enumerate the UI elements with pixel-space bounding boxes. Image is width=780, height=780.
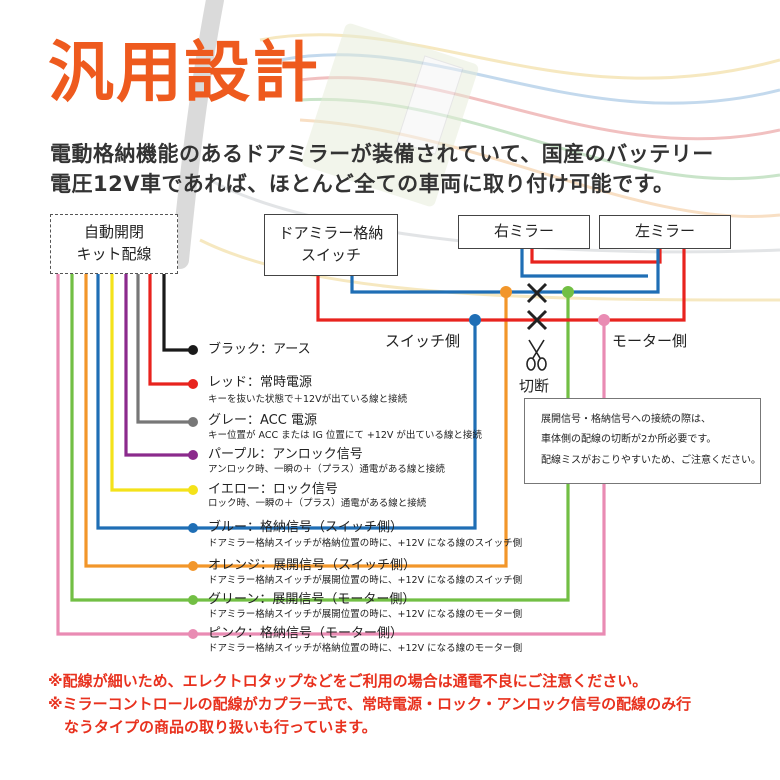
wire-label-yellow: イエロー：ロック信号: [208, 482, 338, 497]
mirror-switch-label-2: スイッチ: [300, 246, 361, 264]
right-mirror-red-line: [530, 248, 662, 264]
wire-orange-line: [84, 272, 508, 568]
footnote-3: なうタイプの商品の取り扱いも行っています。: [64, 718, 377, 736]
switch-mirror-red-line: [316, 248, 686, 322]
wire-purple-line: [124, 272, 193, 457]
left-mirror-box: 左ミラー: [599, 215, 731, 249]
wire-desc-pink: ドアミラー格納スイッチが格納位置の時に、+12V になる線のモーター側: [208, 643, 523, 654]
cross-mark-icon: [526, 309, 548, 331]
wire-desc-red: キーを抜いた状態で＋12Vが出ている線と接続: [208, 394, 408, 405]
wire-grey-line: [136, 272, 193, 424]
kit-wiring-label-1: 自動開閉: [83, 223, 144, 242]
wire-label-black: ブラック：アース: [208, 342, 311, 357]
kit-wiring-label-2: キット配線: [76, 245, 152, 263]
wire-label-pink: ピンク：格納信号（モーター側）: [208, 626, 404, 641]
wire-label-blue: ブルー：格納信号（スイッチ側）: [208, 520, 404, 535]
note-line-3: 配線ミスがおこりやすいため、ご注意ください。: [541, 455, 761, 466]
wire-desc-grey: キー位置が ACC または IG 位置にて +12V が出ている線と接続: [208, 430, 482, 441]
kit-wiring-box: 自動開閉 キット配線: [50, 214, 178, 274]
wire-label-grey: グレー：ACC 電源: [208, 413, 317, 428]
wire-yellow-line: [110, 272, 193, 492]
mirror-switch-box: ドアミラー格納 スイッチ: [264, 214, 398, 276]
wire-label-purple: パープル：アンロック信号: [208, 447, 363, 462]
mirror-switch-label-1: ドアミラー格納: [278, 224, 384, 243]
wire-desc-yellow: ロック時、一瞬の＋（プラス）通電がある線と接続: [208, 498, 427, 509]
wire-desc-orange: ドアミラー格納スイッチが展開位置の時に、+12V になる線のスイッチ側: [208, 575, 523, 586]
switch-side-label: スイッチ側: [385, 332, 461, 350]
wire-black-line: [162, 272, 193, 352]
right-mirror-label: 右ミラー: [493, 222, 554, 241]
page-title: 汎用設計: [48, 34, 320, 111]
intro-line-1: 電動格納機能のあるドアミラーが装備されていて、国産のバッテリー: [50, 142, 714, 166]
motor-side-label: モーター側: [612, 332, 688, 350]
cross-mark-icon: [526, 282, 548, 304]
wire-label-orange: オレンジ：展開信号（スイッチ側）: [208, 558, 417, 573]
note-line-2: 車体側の配線の切断が2か所必要です。: [541, 434, 717, 445]
footnote-1: ※配線が細いため、エレクトロタップなどをご利用の場合は通電不良にご注意ください。: [48, 672, 648, 690]
wire-desc-blue: ドアミラー格納スイッチが格納位置の時に、+12V になる線のスイッチ側: [208, 538, 523, 549]
footnote-2: ※ミラーコントロールの配線がカプラー式で、常時電源・ロック・アンロック信号の配線…: [48, 695, 692, 713]
cut-label: 切断: [519, 377, 550, 395]
note-line-1: 展開信号・格納信号への接続の際は、: [541, 414, 711, 425]
left-mirror-label: 左ミラー: [634, 222, 695, 241]
wire-red-line: [148, 272, 193, 386]
wire-desc-purple: アンロック時、一瞬の＋（プラス）通電がある線と接続: [208, 464, 445, 475]
intro-line-2: 電圧12V車であれば、ほとんど全ての車両に取り付け可能です。: [50, 172, 675, 196]
right-mirror-blue-line: [520, 248, 648, 278]
wire-blue-line: [96, 272, 477, 530]
cut-warning-note: 展開信号・格納信号への接続の際は、 車体側の配線の切断が2か所必要です。 配線ミ…: [524, 398, 761, 484]
right-mirror-box: 右ミラー: [458, 215, 590, 249]
scissors-icon: [526, 339, 547, 371]
wire-label-red: レッド：常時電源: [208, 375, 313, 390]
wire-desc-green: ドアミラー格納スイッチが展開位置の時に、+12V になる線のモーター側: [208, 609, 523, 620]
wire-label-green: グリーン：展開信号（モーター側）: [208, 592, 416, 607]
